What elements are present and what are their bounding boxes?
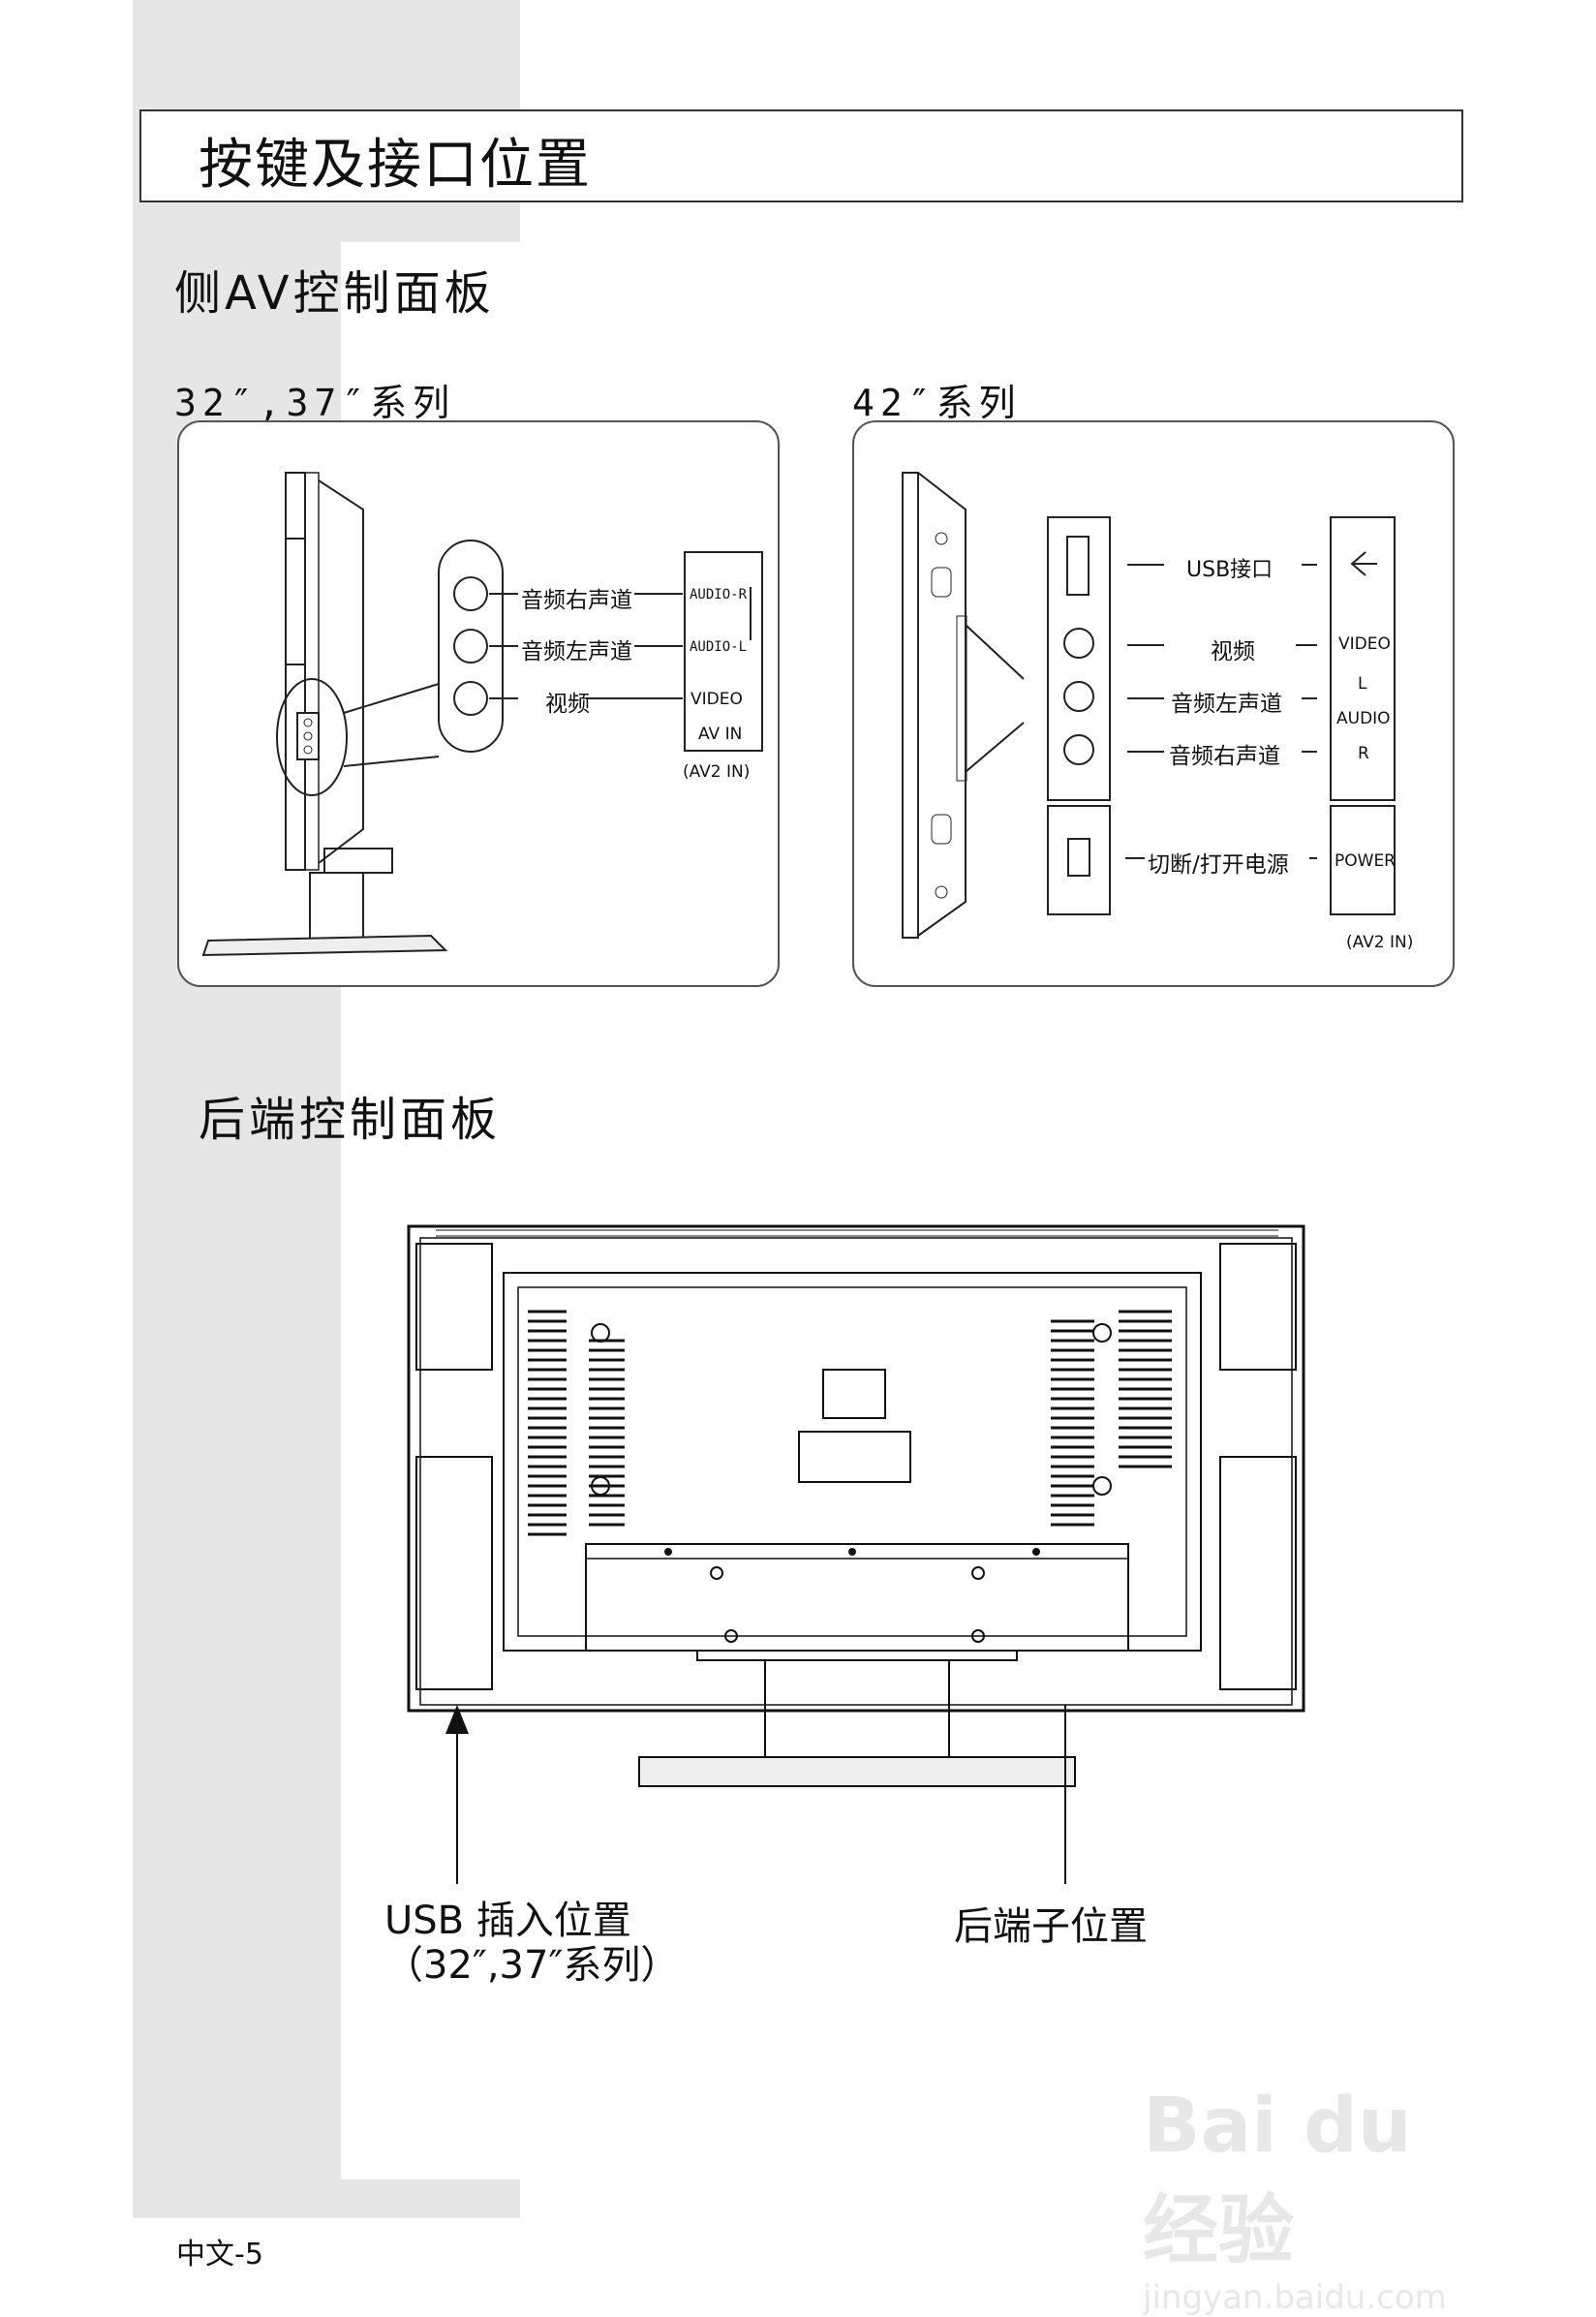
page-number: 中文-5 (176, 2238, 263, 2271)
watermark-sub: jingyan.baidu.com (1143, 2278, 1447, 2317)
left-audio-r-en: AUDIO-R (690, 587, 748, 602)
tv-side-illustration-42 (902, 472, 1396, 939)
usb-caption-line2: （32″,37″系列） (384, 1943, 680, 1988)
left-video-en: VIDEO (691, 690, 743, 709)
baidu-jingyan-watermark: Bai du 经验 jingyan.baidu.com (1143, 2083, 1511, 2317)
right-audio-r-label: 音频右声道 (1169, 744, 1280, 769)
right-video-label: 视频 (1211, 639, 1255, 664)
tv-side-illustration-32-37 (201, 472, 763, 957)
side-panel-32-37: 音频右声道 音频左声道 视频 AUDIO-R AUDIO-L VIDEO AV … (177, 420, 780, 987)
section-rear-title: 后端控制面板 (199, 1093, 502, 1147)
side-panel-42: USB接口 视频 音频左声道 音频右声道 切断/打开电源 VIDEO L AUD… (852, 420, 1455, 987)
right-video-en: VIDEO (1338, 634, 1391, 654)
title-box (139, 109, 1463, 202)
tv-rear-illustration (407, 1224, 1305, 1787)
left-av2-in: (AV2 IN) (683, 762, 751, 782)
right-audio-l-label: 音频左声道 (1171, 692, 1282, 717)
right-power-label: 切断/打开电源 (1148, 852, 1289, 878)
page-title: 按键及接口位置 (199, 134, 592, 197)
usb-icon (1350, 551, 1377, 576)
left-audio-l-en: AUDIO-L (690, 639, 748, 655)
right-r-en: R (1358, 744, 1369, 763)
right-av2-in: (AV2 IN) (1346, 933, 1414, 952)
rear-terminal-caption: 后端子位置 (954, 1904, 1148, 1949)
section-side-av-title: 侧AV控制面板 (174, 266, 495, 321)
left-audio-r-label: 音频右声道 (521, 588, 632, 613)
right-audio-en: AUDIO (1336, 709, 1391, 728)
watermark-main: Bai du 经验 (1143, 2083, 1412, 2274)
series-42-label: 42″系列 (852, 382, 1022, 424)
right-power-en: POWER (1335, 851, 1396, 871)
left-av-in: AV IN (698, 725, 743, 744)
usb-position-arrow-head (445, 1705, 469, 1734)
left-video-label: 视频 (545, 692, 590, 717)
left-audio-l-label: 音频左声道 (521, 639, 632, 664)
footer-box (133, 2218, 317, 2272)
caption-arrows (445, 1705, 1066, 1884)
series-32-37-label: 32″,37″系列 (174, 382, 456, 424)
right-l-en: L (1358, 674, 1367, 694)
usb-caption-line1: USB 插入位置 (384, 1899, 631, 1943)
right-usb-label: USB接口 (1186, 558, 1274, 582)
